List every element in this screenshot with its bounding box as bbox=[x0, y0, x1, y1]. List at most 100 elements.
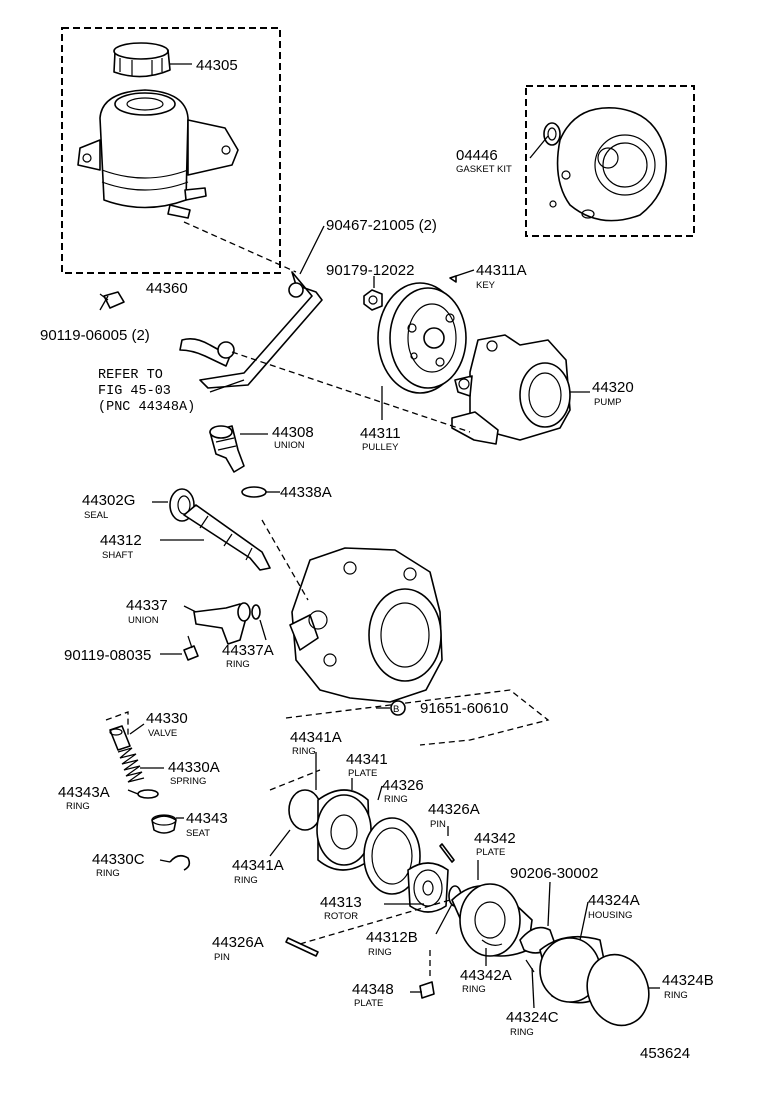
figure-number: 453624 bbox=[640, 1045, 690, 1062]
plate-44348 bbox=[420, 982, 434, 998]
callout-90119-08035: 90119-08035 bbox=[64, 647, 151, 664]
cartridge-stack bbox=[286, 790, 659, 1034]
callout-90206-30002: 90206-30002 bbox=[510, 865, 598, 882]
callout-44337a-label: RING bbox=[226, 659, 250, 670]
callout-44342a: 44342A bbox=[460, 967, 512, 984]
callout-91651-60610: 91651-60610 bbox=[420, 700, 508, 717]
callout-44337a: 44337A bbox=[222, 642, 274, 659]
valve-group bbox=[106, 712, 189, 870]
reservoir-cap-44305 bbox=[114, 43, 170, 77]
callout-44330: 44330 bbox=[146, 710, 188, 727]
ring-44342a bbox=[482, 940, 502, 945]
callout-44341a-upper: 44341A bbox=[290, 729, 342, 746]
bolt-90119-08035 bbox=[184, 636, 198, 660]
callout-44302g-label: SEAL bbox=[84, 510, 108, 521]
callout-44341a-lower: 44341A bbox=[232, 857, 284, 874]
callout-44326a-lower: 44326A bbox=[212, 934, 264, 951]
callout-44326a-lower-label: PIN bbox=[214, 952, 230, 963]
callout-44312b: 44312B bbox=[366, 929, 418, 946]
callout-44320-label: PUMP bbox=[594, 397, 621, 408]
pump-assembly-44320 bbox=[452, 335, 570, 444]
callout-44324a-label: HOUSING bbox=[588, 910, 632, 921]
callout-44342-label: PLATE bbox=[476, 847, 505, 858]
callout-44337: 44337 bbox=[126, 597, 168, 614]
callout-44343-label: SEAT bbox=[186, 828, 210, 839]
callout-44330-label: VALVE bbox=[148, 728, 177, 739]
snap-ring-44324b bbox=[577, 946, 658, 1034]
callout-44324b-label: RING bbox=[664, 990, 688, 1001]
o-ring-44338a bbox=[242, 487, 266, 497]
gasket-kit-group bbox=[526, 86, 694, 236]
callout-44311: 44311 bbox=[360, 425, 401, 442]
callout-04446-label: GASKET KIT bbox=[456, 164, 512, 175]
callout-44312-label: SHAFT bbox=[102, 550, 133, 561]
ring-44324c bbox=[526, 960, 534, 972]
callout-44343a: 44343A bbox=[58, 784, 110, 801]
callout-44313: 44313 bbox=[320, 894, 362, 911]
rotor-44313 bbox=[408, 863, 448, 912]
callout-44330a: 44330A bbox=[168, 759, 220, 776]
spring-44330a bbox=[118, 748, 144, 782]
callout-44324c-label: RING bbox=[510, 1027, 534, 1038]
shaft-44312 bbox=[184, 505, 270, 570]
leader-lines bbox=[100, 64, 660, 1008]
woodruff-key bbox=[450, 276, 456, 282]
callout-44342: 44342 bbox=[474, 830, 516, 847]
callout-44324c: 44324C bbox=[506, 1009, 559, 1026]
reservoir-tank bbox=[78, 90, 238, 218]
callout-44312b-label: RING bbox=[368, 947, 392, 958]
o-ring-44343a bbox=[138, 790, 158, 798]
callout-44360: 44360 bbox=[146, 280, 188, 297]
callout-44312: 44312 bbox=[100, 532, 142, 549]
callout-44302g: 44302G bbox=[82, 492, 135, 509]
alignment-lines bbox=[184, 222, 548, 980]
callout-90179-12022: 90179-12022 bbox=[326, 262, 414, 279]
pin-44326a-upper bbox=[440, 844, 454, 862]
ring-44326 bbox=[364, 818, 420, 894]
callout-44348: 44348 bbox=[352, 981, 394, 998]
valve-seat-44343 bbox=[152, 815, 176, 833]
callout-04446: 04446 bbox=[456, 147, 498, 164]
callout-44330a-label: SPRING bbox=[170, 776, 206, 787]
pin-44326a-lower bbox=[286, 938, 318, 956]
callout-44324a: 44324A bbox=[588, 892, 640, 909]
callout-44341: 44341 bbox=[346, 751, 388, 768]
callout-90467-21005: 90467-21005 (2) bbox=[326, 217, 437, 234]
pulley-44311 bbox=[378, 283, 466, 393]
callout-44330c-label: RING bbox=[96, 868, 120, 879]
reservoir-group bbox=[62, 28, 280, 308]
callout-44326a-upper: 44326A bbox=[428, 801, 480, 818]
callout-90119-06005: 90119-06005 (2) bbox=[40, 327, 150, 344]
reference-note-line3: (PNC 44348A) bbox=[98, 400, 195, 415]
callout-44320: 44320 bbox=[592, 379, 634, 396]
pump-front-housing bbox=[290, 548, 442, 702]
callout-44337-label: UNION bbox=[128, 615, 159, 626]
callout-44348-label: PLATE bbox=[354, 998, 383, 1009]
valve-44330 bbox=[110, 726, 130, 750]
union-44308 bbox=[210, 426, 244, 472]
callout-44308: 44308 bbox=[272, 424, 314, 441]
ring-44341a-upper bbox=[289, 790, 321, 830]
callout-labels: 44305 44360 90119-06005 (2) 04446 GASKET… bbox=[40, 57, 714, 1062]
callout-44311a: 44311A bbox=[476, 262, 527, 279]
callout-44305: 44305 bbox=[196, 57, 238, 74]
callout-44308-label: UNION bbox=[274, 440, 305, 451]
pulley-nut bbox=[364, 290, 382, 310]
callout-44341-label: PLATE bbox=[348, 768, 377, 779]
callout-44341a-lower-label: RING bbox=[234, 875, 258, 886]
reference-note-line2: FIG 45-03 bbox=[98, 384, 171, 399]
reference-note-line1: REFER TO bbox=[98, 368, 163, 383]
callout-44324b: 44324B bbox=[662, 972, 714, 989]
callout-44311a-label: KEY bbox=[476, 280, 496, 291]
o-ring-44337a bbox=[252, 605, 260, 619]
callout-44341a-upper-label: RING bbox=[292, 746, 316, 757]
plate-44342 bbox=[452, 884, 532, 956]
reservoir-bolt bbox=[100, 292, 124, 308]
suction-hose bbox=[180, 272, 322, 388]
callout-44338a: 44338A bbox=[280, 484, 332, 501]
callout-44343a-label: RING bbox=[66, 801, 90, 812]
callout-44326-label: RING bbox=[384, 794, 408, 805]
plate-44341 bbox=[317, 790, 371, 870]
